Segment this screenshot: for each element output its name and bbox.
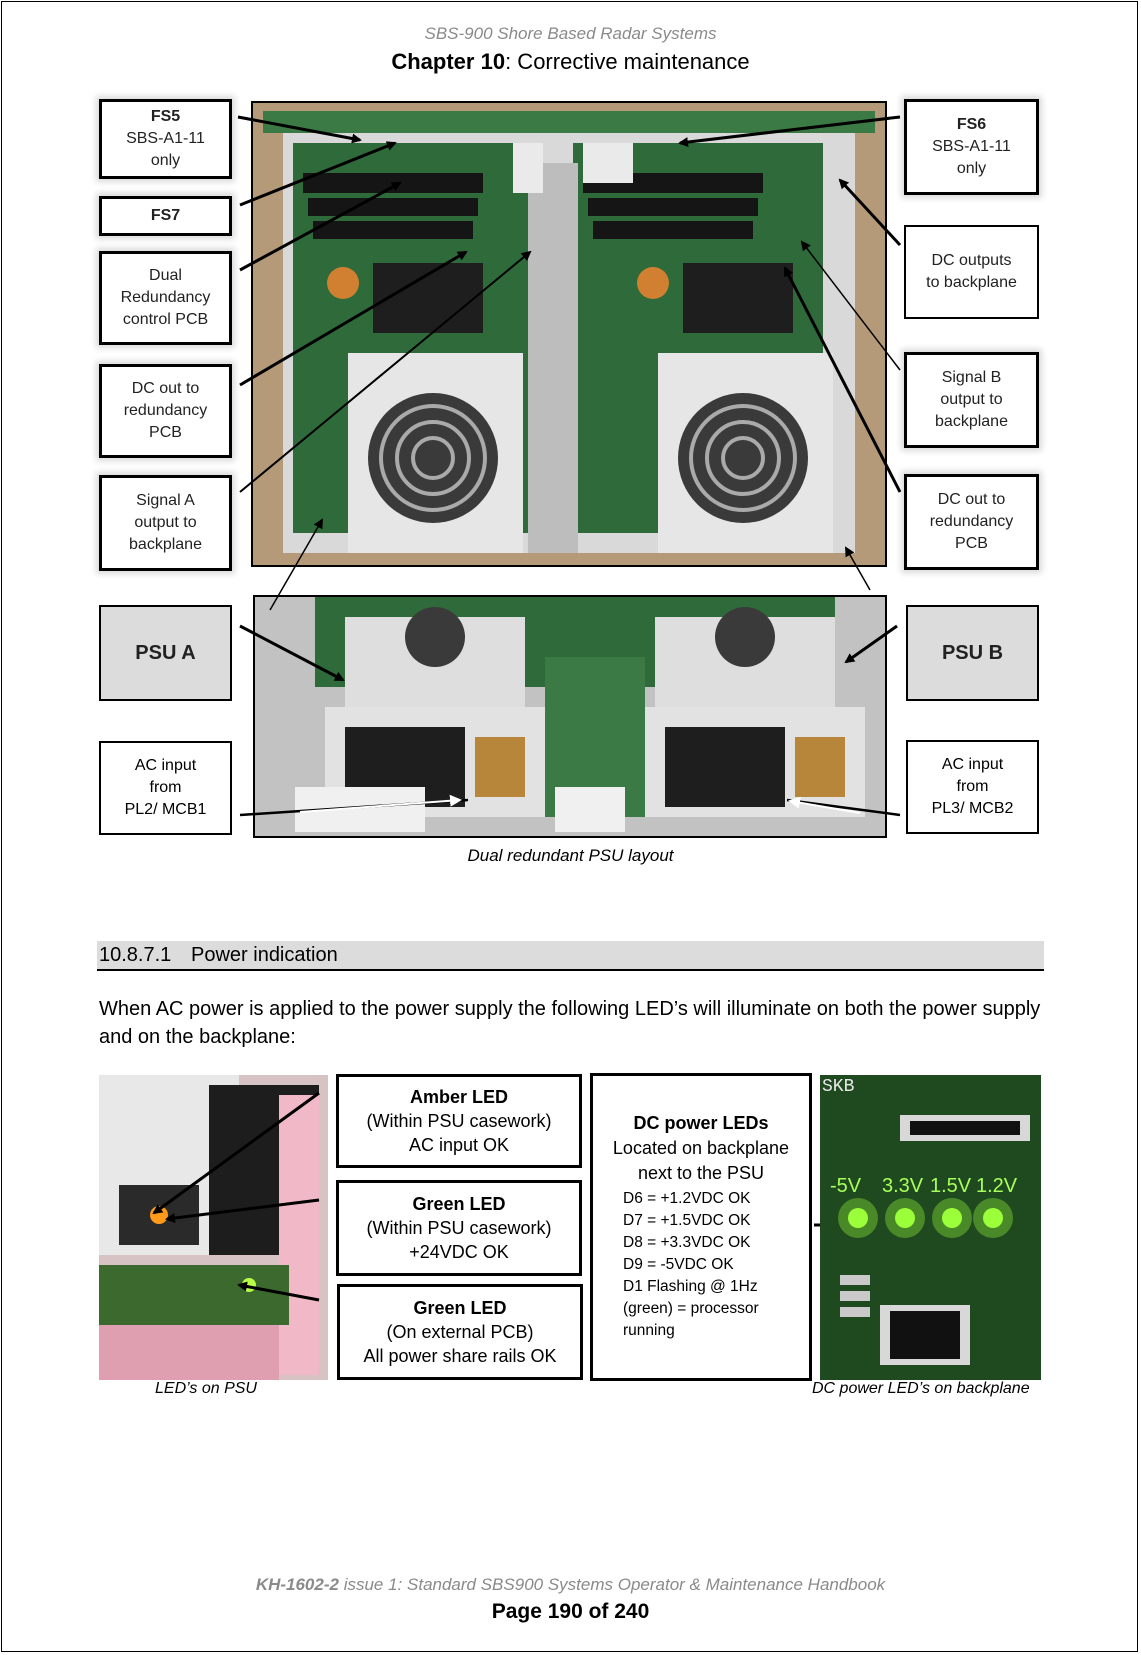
callout-signal-b-line1: Signal B: [941, 369, 1002, 386]
callout-fs7: FS7: [99, 196, 232, 236]
amber-led-line1: (Within PSU casework): [366, 1111, 552, 1131]
section-title: Power indication: [191, 944, 338, 966]
callout-dual-line2: Redundancy: [120, 289, 211, 306]
document-title: SBS-900 Shore Based Radar Systems: [424, 24, 717, 43]
callout-dc-outputs: DC outputs to backplane: [904, 225, 1039, 319]
footer-document: KH-1602-2 issue 1: Standard SBS900 Syste…: [0, 1575, 1141, 1595]
dc-power-leds-list: D6 = +1.2VDC OK D7 = +1.5VDC OK D8 = +3.…: [593, 1186, 809, 1342]
dc-led-item: (green) = processor: [623, 1300, 759, 1317]
callout-ac-right-line3: PL3/ MCB2: [931, 800, 1014, 817]
callout-signal-b-line2: output to: [940, 391, 1003, 408]
dc-led-item: D6 = +1.2VDC OK: [623, 1190, 751, 1207]
callout-dc-out-left-line1: DC out to: [131, 380, 200, 397]
section-paragraph: When AC power is applied to the power su…: [99, 998, 1041, 1048]
dc-power-leds-title: DC power LEDs: [633, 1113, 769, 1133]
chapter-number: Chapter 10: [391, 49, 506, 74]
backplane-led-caption: DC power LED’s on backplane: [812, 1380, 1030, 1397]
callout-dc-out-right-line2: redundancy: [929, 513, 1014, 530]
green-led-external-line1: (On external PCB): [386, 1322, 534, 1342]
callout-signal-a-line2: output to: [134, 514, 197, 531]
dc-led-item: running: [623, 1322, 675, 1339]
callout-ac-right-line2: from: [956, 778, 989, 795]
backplane-led-photo: SKB -5V 3.3V 1.5V 1.2V: [820, 1075, 1041, 1380]
backplane-marker: SKB: [822, 1077, 855, 1097]
callout-fs5: FS5 SBS-A1-11 only: [99, 99, 232, 179]
callout-dc-out-right: DC out to redundancy PCB: [904, 474, 1039, 570]
callout-fs6-line1: SBS-A1-11: [932, 138, 1011, 155]
callout-dc-out-right-line1: DC out to: [937, 491, 1006, 508]
callout-dc-out-left-line2: redundancy: [123, 402, 208, 419]
page-number: Page 190 of 240: [491, 1600, 650, 1623]
green-led-external-line2: All power share rails OK: [363, 1346, 557, 1366]
callout-fs5-line1: SBS-A1-11: [126, 130, 205, 147]
dc-power-leds-box: DC power LEDs Located on backplane next …: [590, 1073, 812, 1381]
callout-dual-line1: Dual: [149, 267, 182, 284]
footer-doc-rest: issue 1: Standard SBS900 Systems Operato…: [338, 1575, 886, 1594]
psu-led-caption: LED’s on PSU: [155, 1380, 257, 1397]
callout-dc-out-left-line3: PCB: [149, 424, 182, 441]
backplane-label-3v3: 3.3V: [882, 1175, 924, 1197]
psu-front-photo: [253, 595, 887, 838]
dc-power-leds-line1: Located on backplane: [612, 1138, 790, 1158]
led-leader-lines-left: [152, 1091, 320, 1302]
callout-fs6: FS6 SBS-A1-11 only: [904, 99, 1039, 195]
callout-dc-outputs-line2: to backplane: [926, 274, 1017, 291]
callout-dual-redundancy: Dual Redundancy control PCB: [99, 251, 232, 345]
callout-fs5-line2: only: [150, 152, 181, 169]
green-led-external-box: Green LED (On external PCB) All power sh…: [337, 1284, 583, 1380]
backplane-label-neg5v: -5V: [830, 1175, 862, 1197]
callout-ac-left-line1: AC input: [134, 757, 197, 774]
green-led-psu-line2: +24VDC OK: [409, 1242, 509, 1262]
backplane-label-1v5: 1.5V: [930, 1175, 972, 1197]
dc-led-item: D8 = +3.3VDC OK: [623, 1234, 751, 1251]
amber-led-box: Amber LED (Within PSU casework) AC input…: [336, 1074, 582, 1168]
dc-led-item: D1 Flashing @ 1Hz: [623, 1278, 758, 1295]
callout-ac-input-left: AC input from PL2/ MCB1: [99, 741, 232, 835]
callout-signal-b-line3: backplane: [935, 413, 1008, 430]
callout-dc-outputs-line1: DC outputs: [931, 252, 1012, 269]
chapter-name: : Corrective maintenance: [505, 49, 750, 74]
callout-ac-left-line3: PL2/ MCB1: [124, 801, 207, 818]
callout-fs5-title: FS5: [150, 108, 181, 125]
callout-ac-input-right: AC input from PL3/ MCB2: [906, 740, 1039, 834]
green-led-psu-line1: (Within PSU casework): [366, 1218, 552, 1238]
psu-led-photo: [99, 1075, 328, 1380]
callout-signal-a-line1: Signal A: [136, 492, 195, 509]
dc-led-item: D7 = +1.5VDC OK: [623, 1212, 751, 1229]
callout-fs7-title: FS7: [150, 207, 181, 224]
callout-psu-b: PSU B: [906, 605, 1039, 701]
footer-doc-code: KH-1602-2: [255, 1575, 339, 1594]
callout-psu-b-label: PSU B: [941, 642, 1004, 664]
backplane-label-1v2: 1.2V: [976, 1175, 1018, 1197]
callout-signal-a-line3: backplane: [129, 536, 202, 553]
amber-led-title: Amber LED: [409, 1087, 508, 1107]
amber-led-line2: AC input OK: [408, 1135, 510, 1155]
green-led-psu-title: Green LED: [412, 1194, 506, 1214]
callout-dc-out-left: DC out to redundancy PCB: [99, 364, 232, 458]
callout-fs6-line2: only: [956, 160, 987, 177]
green-led-external-title: Green LED: [413, 1298, 507, 1318]
callout-ac-right-line1: AC input: [941, 756, 1004, 773]
section-number: 10.8.7.1: [99, 944, 172, 966]
callout-signal-a: Signal A output to backplane: [99, 475, 232, 571]
figure1-caption: Dual redundant PSU layout: [467, 846, 674, 865]
callout-psu-a: PSU A: [99, 605, 232, 701]
callout-psu-a-label: PSU A: [135, 642, 196, 664]
section-heading: 10.8.7.1 Power indication: [97, 941, 1044, 971]
leader-lines: [237, 115, 902, 817]
callout-signal-b: Signal B output to backplane: [904, 352, 1039, 448]
callout-fs6-title: FS6: [956, 116, 987, 133]
green-led-psu-box: Green LED (Within PSU casework) +24VDC O…: [336, 1180, 582, 1276]
callout-dc-out-right-line3: PCB: [955, 535, 988, 552]
chapter-title: Chapter 10: Corrective maintenance: [0, 49, 1141, 75]
callout-ac-left-line2: from: [149, 779, 182, 796]
callout-dual-line3: control PCB: [122, 311, 209, 328]
dc-led-item: D9 = -5VDC OK: [623, 1256, 734, 1273]
dc-power-leds-line2: next to the PSU: [637, 1163, 765, 1183]
